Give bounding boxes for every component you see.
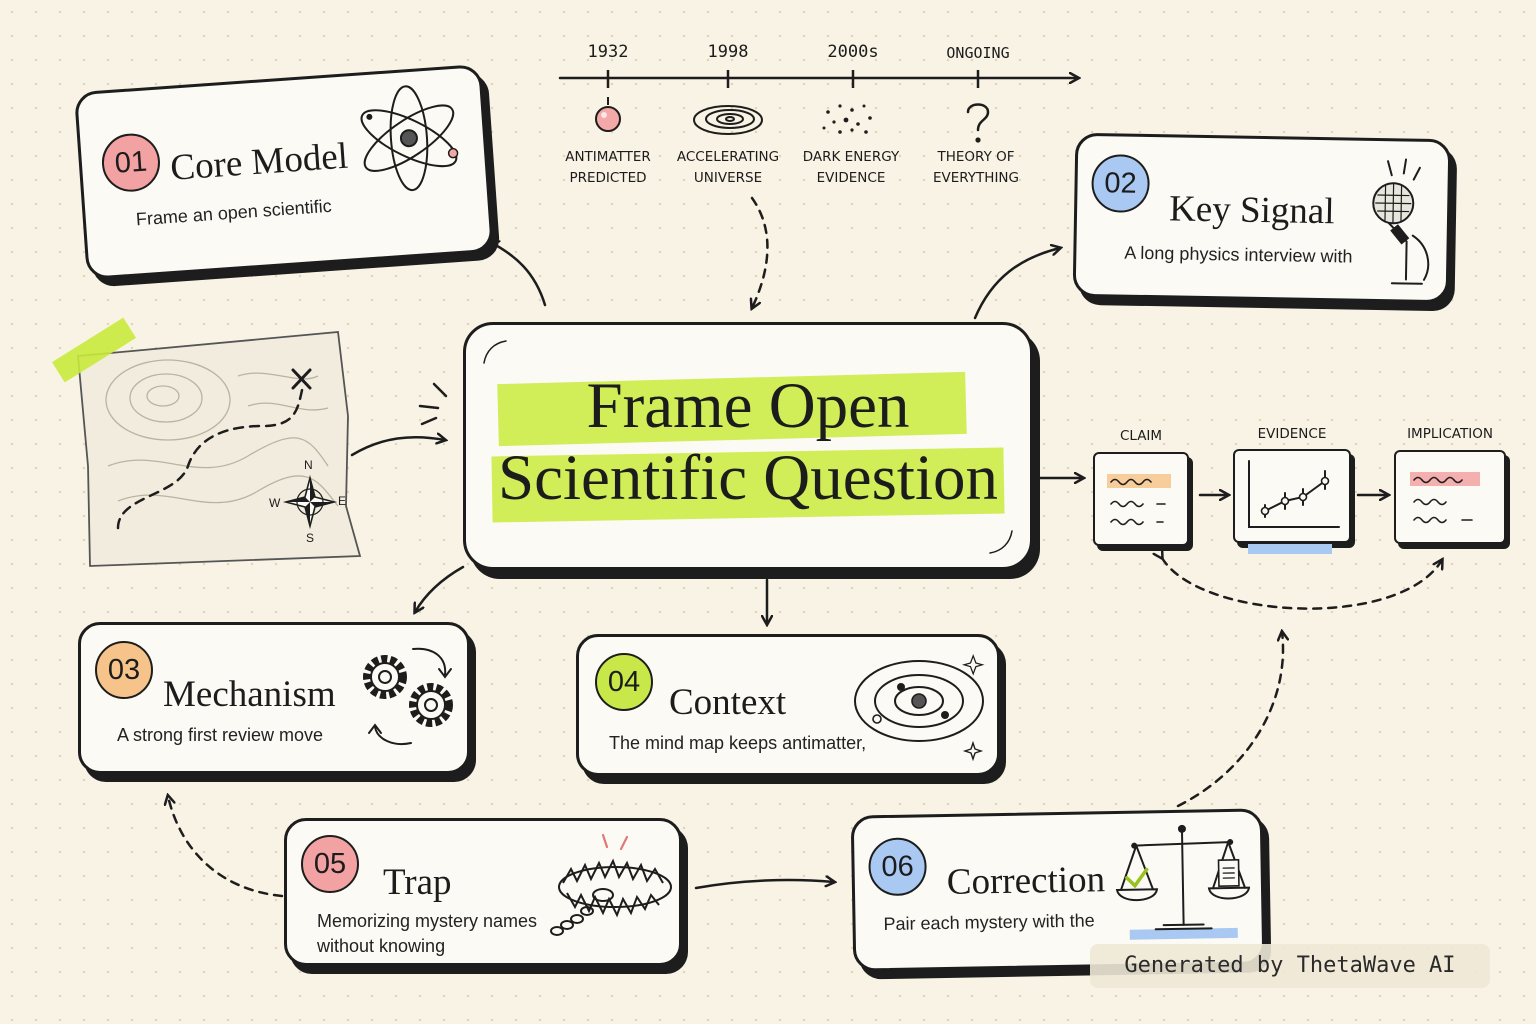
scribble-lines	[1107, 474, 1171, 526]
microphone-icon	[1372, 158, 1430, 285]
sphere-icon	[595, 97, 621, 132]
timeline-year: 1998	[707, 42, 749, 62]
timeline-year: 1932	[587, 42, 629, 62]
card-trap[interactable]: 05 Trap Memorizing mystery names without…	[284, 818, 682, 966]
flow-label-claim: CLAIM	[1119, 428, 1163, 444]
particles-icon	[822, 104, 872, 134]
card-title: Correction	[946, 859, 1106, 903]
card-number-badge: 03	[95, 641, 153, 699]
card-number-badge: 04	[595, 653, 653, 711]
corner-marks	[483, 340, 1013, 554]
central-title: Frame Open Scientific Question	[497, 370, 999, 514]
bear-trap-icon	[550, 833, 672, 936]
flow-card-evidence	[1233, 449, 1351, 543]
arrow-timeline-to-center	[752, 196, 769, 308]
evidence-underline	[1248, 544, 1332, 554]
watermark: Generated by ThetaWave AI	[1090, 944, 1490, 988]
card-description: A long physics interview with	[1124, 242, 1353, 267]
card-core-model[interactable]: 01 Core Model Frame an open scientific	[73, 63, 495, 281]
arrow-map-to-center	[350, 437, 445, 457]
sparkle-marks	[418, 382, 448, 426]
arrow-to-core-model	[490, 242, 547, 307]
card-context[interactable]: 04 Context The mind map keeps antimatter…	[576, 634, 1000, 776]
arrow-trap-to-mechanism	[168, 796, 284, 898]
arrow-flow-loop	[1162, 558, 1442, 610]
treasure-map-icon	[52, 317, 362, 567]
card-number-badge: 05	[301, 835, 359, 893]
card-title: Key Signal	[1168, 188, 1335, 233]
card-description: Memorizing mystery names without knowing	[317, 911, 538, 956]
compass-south: S	[306, 531, 315, 545]
scribble-lines	[1410, 472, 1480, 524]
flow-card-implication	[1394, 450, 1506, 544]
timeline-year: 2000s	[827, 42, 879, 62]
scales-icon	[1115, 824, 1251, 940]
card-title: Mechanism	[163, 674, 336, 715]
card-key-signal[interactable]: 02 Key Signal A long physics interview w…	[1072, 132, 1452, 304]
card-description: The mind map keeps antimatter,	[609, 733, 867, 753]
card-title: Core Model	[169, 135, 350, 189]
question-icon	[966, 103, 990, 143]
card-title: Trap	[383, 862, 452, 903]
flow-label-implication: IMPLICATION	[1407, 426, 1493, 442]
compass-east: E	[338, 494, 347, 508]
card-number-badge: 06	[868, 837, 928, 897]
atom-icon	[360, 85, 459, 192]
card-description: Pair each mystery with the	[883, 910, 1095, 935]
card-description: A strong first review move	[117, 725, 324, 745]
card-number-badge: 02	[1091, 154, 1151, 214]
compass-north: N	[304, 458, 313, 472]
arrow-correction-to-flow	[1176, 632, 1283, 808]
flow-label-evidence: EVIDENCE	[1257, 426, 1327, 442]
card-description: Frame an open scientific	[135, 195, 333, 230]
arrow-to-mechanism	[415, 565, 465, 612]
arrow-trap-to-correction	[694, 880, 834, 890]
chart-sketch-icon	[1248, 460, 1340, 528]
card-number-badge: 01	[100, 131, 162, 194]
timeline-year: ONGOING	[946, 44, 1010, 62]
galaxy-icon	[693, 105, 763, 135]
central-question-card[interactable]	[463, 322, 1033, 570]
timeline-ticks	[606, 70, 980, 88]
gears-icon	[363, 647, 453, 745]
card-mechanism[interactable]: 03 Mechanism A strong first review move	[78, 622, 470, 774]
compass-west: W	[269, 496, 281, 510]
orbit-icon	[854, 654, 985, 762]
flow-card-claim	[1093, 452, 1189, 546]
card-correction[interactable]: 06 Correction Pair each mystery with the	[850, 808, 1266, 972]
card-title: Context	[669, 682, 787, 723]
arrow-to-key-signal	[973, 248, 1060, 320]
